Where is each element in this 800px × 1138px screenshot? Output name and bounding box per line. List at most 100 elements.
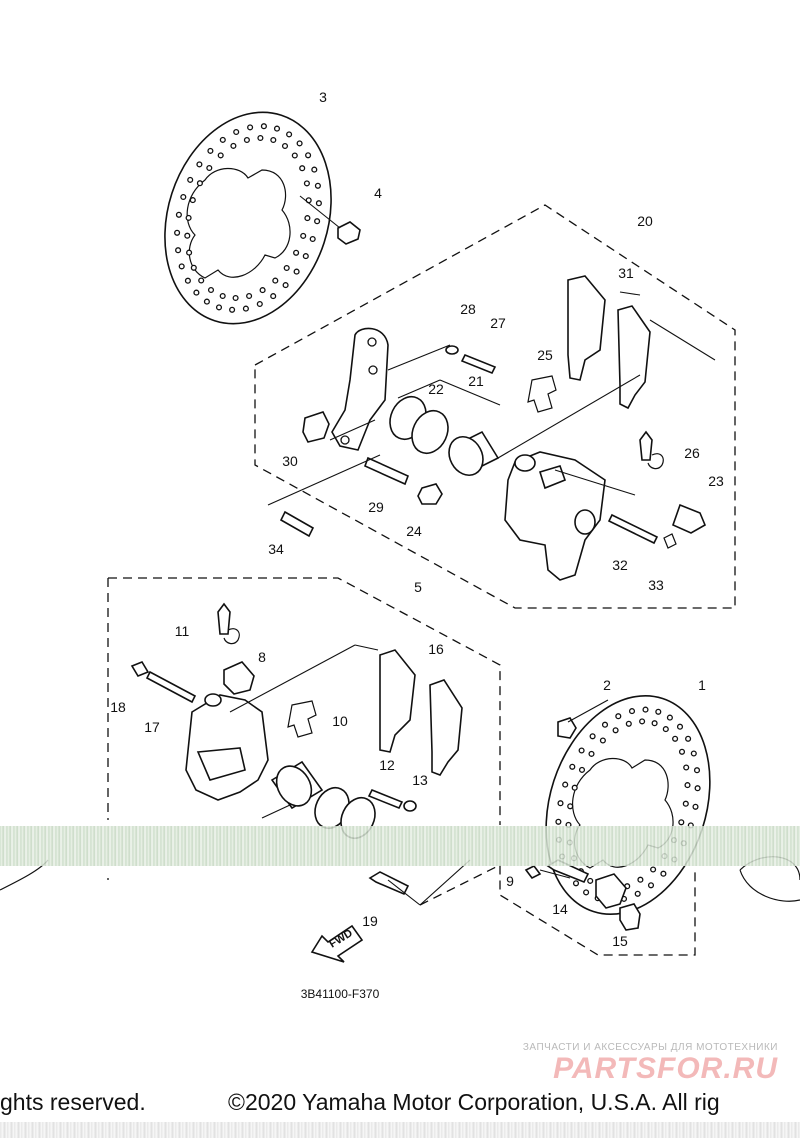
bolt-29 [363, 456, 410, 486]
callout-8: 8 [258, 649, 266, 665]
disc-rear-hole [207, 286, 215, 294]
bleeder-cap-11 [223, 628, 240, 645]
disc-rear-hole [187, 176, 194, 183]
disc-rear-hole [243, 136, 250, 144]
bleeder-26 [639, 430, 653, 461]
disc-front-hole [678, 819, 685, 826]
disc-front-hole [647, 882, 655, 889]
caliper-lower [185, 693, 269, 801]
disc-front-hole [684, 782, 691, 789]
bracket-front [595, 873, 627, 909]
callout-layer: 1 2 3 4 5 8 9 10 11 12 13 14 15 16 17 18… [110, 89, 724, 949]
callout-9: 9 [506, 873, 514, 889]
disc-rear-hole [174, 229, 181, 236]
disc-rear-hole [293, 268, 300, 275]
assembly-boundary-5 [107, 577, 501, 825]
disc-front-hole [694, 785, 701, 792]
disc-rear-hole [286, 131, 293, 138]
disc-rear-hole [305, 152, 312, 159]
callout-10: 10 [332, 713, 348, 729]
disc-front-hole [625, 720, 632, 727]
disc-rear-hole [206, 164, 213, 172]
disc-rear-hole [242, 305, 249, 312]
guide-pin-23 [672, 503, 707, 534]
caliper-upper [504, 451, 606, 581]
disc-front-hole [612, 727, 619, 734]
callout-32: 32 [612, 557, 628, 573]
disc-front-hole [655, 708, 662, 715]
disc-rear-hole [314, 218, 321, 225]
disc-rear-hole [175, 211, 182, 218]
callout-15: 15 [612, 933, 628, 949]
disc-rear-hole [283, 264, 290, 272]
nut-24 [417, 483, 443, 505]
disc-front-hole [587, 877, 594, 884]
disc-front-hole [567, 803, 574, 810]
scan-noise-band [0, 826, 800, 866]
disc-rear-hole [300, 232, 307, 239]
disc-rear-hole [256, 300, 263, 308]
disc-front-hole [569, 763, 576, 770]
disc-rear-hole [309, 235, 316, 243]
disc-front-hole [555, 818, 562, 825]
watermark-logo: PARTSFOR.RU [553, 1052, 778, 1085]
disc-rear-hole [281, 142, 289, 150]
washer-13 [403, 800, 417, 812]
watermark-tagline: ЗАПЧАСТИ И АКСЕССУАРЫ ДЛЯ МОТОТЕХНИКИ [522, 1042, 778, 1053]
disc-rear-hole [186, 249, 193, 256]
disc-rear-hole [270, 293, 277, 300]
bolt-4 [299, 195, 361, 245]
disc-front-hole [562, 781, 569, 788]
disc-front-hole [693, 767, 701, 774]
bolt-15 [619, 903, 641, 931]
brake-pads-31 [567, 275, 651, 410]
disc-rear-hole [215, 304, 223, 311]
disc-front-hole [666, 714, 673, 721]
callout-22: 22 [428, 381, 444, 397]
pin-17 [145, 670, 197, 704]
brake-pads-16 [379, 649, 463, 776]
disc-front-hole [583, 889, 590, 896]
disc-rear-hole [302, 253, 309, 260]
disc-rear-hole [304, 215, 311, 222]
disc-rear-hole [219, 136, 226, 143]
callout-25: 25 [537, 347, 553, 363]
disc-front-hole [678, 748, 686, 755]
disc-rear-hole [246, 292, 253, 300]
diagram-code: 3B41100-F370 [301, 987, 380, 1001]
disc-rear-hole [257, 134, 264, 142]
assembly-boundary-20 [254, 204, 736, 609]
pin-32 [607, 513, 659, 545]
disc-front-hole [634, 890, 641, 897]
callout-31: 31 [618, 265, 634, 281]
callout-28: 28 [460, 301, 476, 317]
callout-16: 16 [428, 641, 444, 657]
disc-front-hole [601, 721, 609, 728]
disc-rear-hole [196, 161, 203, 168]
disc-rear-hole [315, 200, 322, 207]
disc-rear-hole [273, 125, 281, 132]
disc-rear-hole [230, 142, 237, 149]
disc-rear-hole [270, 136, 277, 144]
callout-4: 4 [374, 185, 382, 201]
disc-rear-hole [296, 140, 303, 147]
disc-front-hole [589, 733, 596, 740]
callout-19: 19 [362, 913, 378, 929]
disc-front-hole [672, 735, 679, 742]
disc-front-hole [571, 784, 578, 791]
callout-18: 18 [110, 699, 126, 715]
callout-21: 21 [468, 373, 484, 389]
bushing-30 [302, 411, 330, 443]
disc-rear-hole [259, 287, 266, 294]
footer-left-text: ghts reserved. [0, 1089, 146, 1115]
disc-rear-hole [293, 249, 300, 256]
disc-rear-hole [232, 294, 239, 302]
disc-front-hole [682, 800, 689, 807]
callout-23: 23 [708, 473, 724, 489]
callout-14: 14 [552, 901, 568, 917]
disc-rear-hole [217, 152, 224, 159]
disc-rear-hole [229, 306, 236, 313]
disc-front-hole [685, 735, 692, 742]
disc-rear-hole [291, 152, 298, 159]
